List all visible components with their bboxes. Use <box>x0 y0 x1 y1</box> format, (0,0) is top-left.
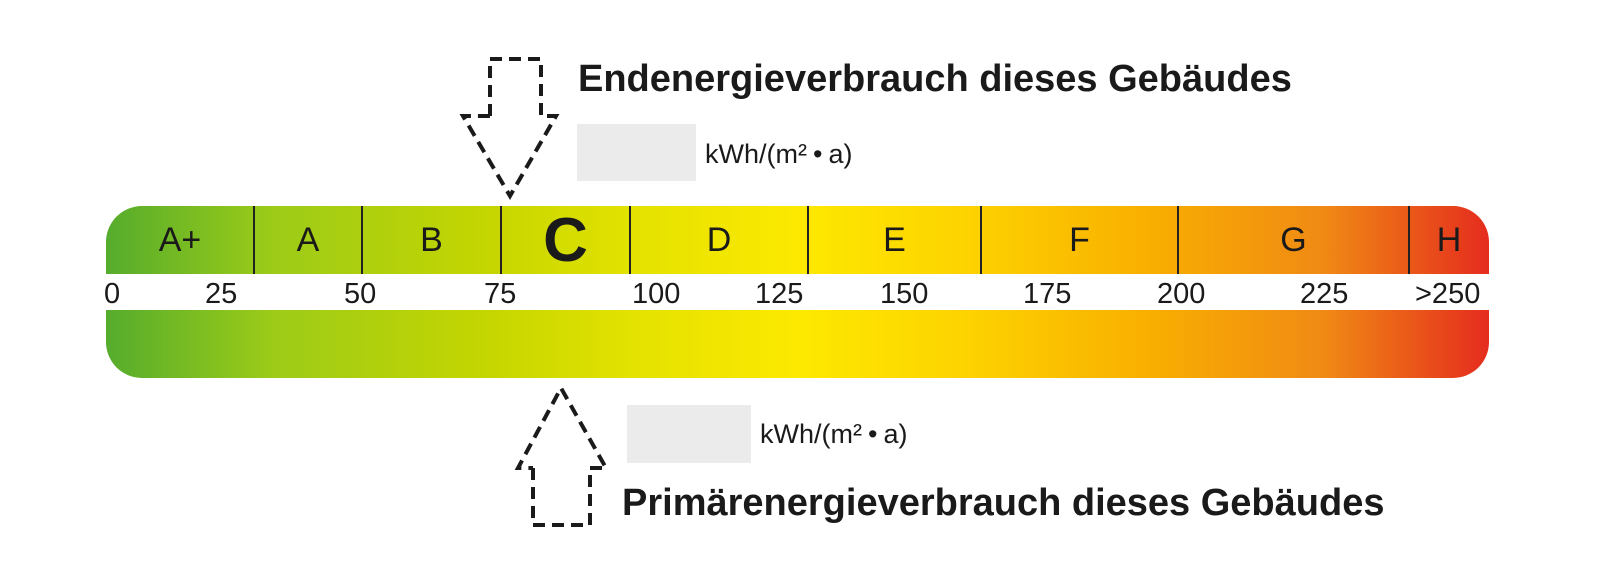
class-divider <box>500 206 502 274</box>
class-divider <box>980 206 982 274</box>
primary-energy-value-box <box>627 405 751 463</box>
class-divider <box>1177 206 1179 274</box>
dashed-arrow-down-icon <box>459 57 560 200</box>
energy-class-bar: A+ A B C D E F G H <box>106 206 1489 274</box>
energy-class-g: G <box>1280 220 1307 259</box>
primary-energy-heading: Primärenergieverbrauch dieses Gebäudes <box>622 482 1385 524</box>
scale-tick-label: 50 <box>344 278 377 310</box>
energy-class-h: H <box>1436 220 1462 259</box>
scale-tick-label: 200 <box>1157 278 1206 310</box>
scale-tick-label: 150 <box>880 278 929 310</box>
primary-energy-unit: kWh/(m²•a) <box>760 421 907 448</box>
scale-tick-label: 0 <box>104 278 121 310</box>
energy-class-b: B <box>420 220 443 259</box>
scale-tick-label: 25 <box>205 278 238 310</box>
class-divider <box>361 206 363 274</box>
final-energy-unit: kWh/(m²•a) <box>705 141 852 168</box>
unit-suffix: a) <box>828 139 853 169</box>
class-divider <box>253 206 255 274</box>
final-energy-heading: Endenergieverbrauch dieses Gebäudes <box>578 58 1292 100</box>
energy-class-a: A <box>296 220 320 259</box>
class-divider <box>629 206 631 274</box>
unit-suffix: a) <box>883 419 908 449</box>
class-divider <box>1408 206 1410 274</box>
scale-tick-label: 75 <box>484 278 517 310</box>
scale-tick-label: 225 <box>1300 278 1349 310</box>
unit-prefix: kWh/(m² <box>760 419 862 449</box>
scale-tick-label: 175 <box>1023 278 1072 310</box>
scale-tick-label: 125 <box>755 278 804 310</box>
energy-gradient-bar <box>106 310 1489 378</box>
unit-dot: • <box>812 139 823 169</box>
energy-class-c: C <box>543 206 588 274</box>
class-divider <box>807 206 809 274</box>
energy-class-f: F <box>1069 220 1090 259</box>
scale-tick-label: 100 <box>632 278 681 310</box>
unit-dot: • <box>867 419 878 449</box>
scale-tick-label: >250 <box>1415 278 1481 310</box>
unit-prefix: kWh/(m² <box>705 139 807 169</box>
energy-class-e: E <box>883 220 906 259</box>
final-energy-value-box <box>577 124 696 181</box>
energy-class-d: D <box>706 220 732 259</box>
dashed-arrow-up-icon <box>514 383 610 527</box>
energy-class-a-plus: A+ <box>158 220 202 259</box>
